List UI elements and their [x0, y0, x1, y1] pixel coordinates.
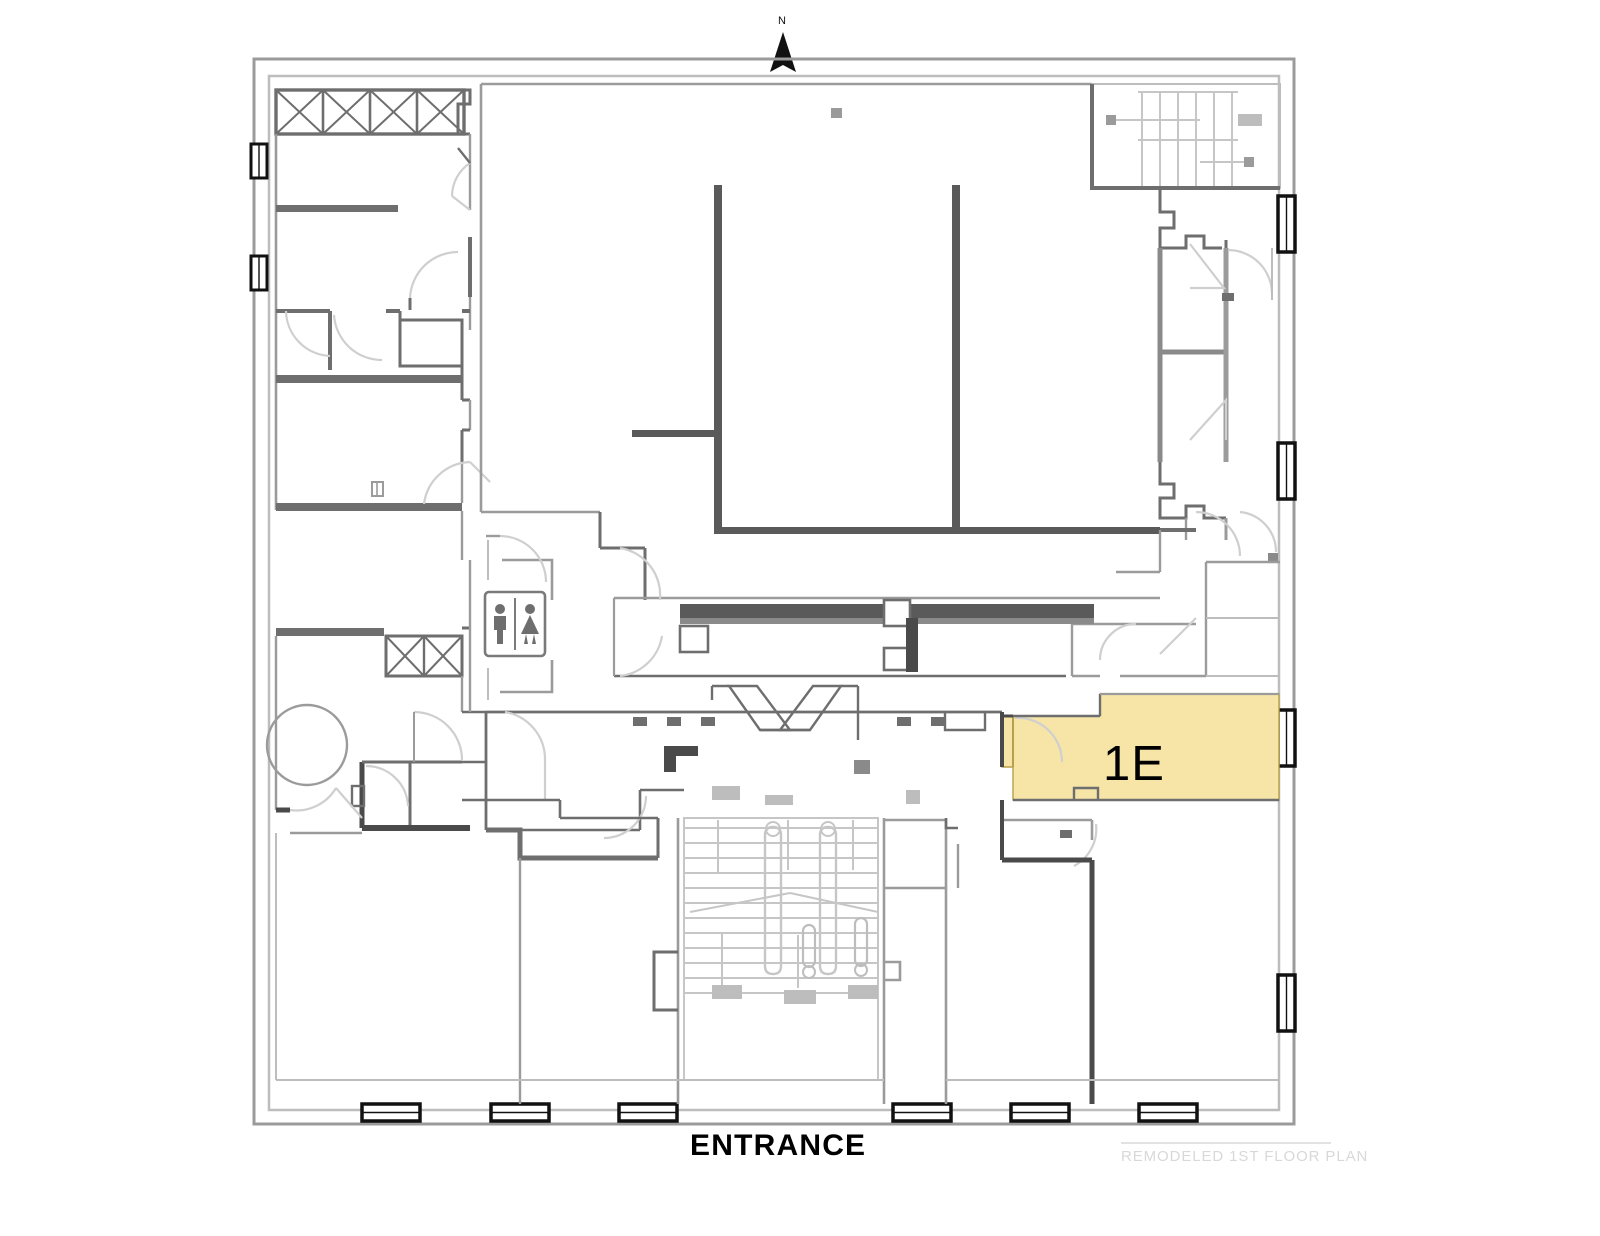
stair-top-right — [1090, 83, 1281, 190]
cabinet-panels-top-left — [274, 88, 466, 136]
restroom-icon — [468, 540, 554, 712]
room-label-1e[interactable]: 1E — [1103, 737, 1165, 791]
door-swings — [486, 534, 658, 820]
central-hall-walls — [479, 82, 1160, 600]
main-corridor — [484, 546, 1160, 830]
entrance-label: ENTRANCE — [690, 1129, 867, 1162]
window-markers — [249, 142, 1297, 1123]
plan-title: REMODELED 1ST FLOOR PLAN — [1121, 1148, 1369, 1165]
north-label: N — [778, 15, 786, 27]
stair-central — [652, 786, 886, 1104]
left-rooms-walls — [265, 88, 491, 835]
right-rooms-walls — [1070, 190, 1280, 678]
north-arrow-icon — [770, 32, 796, 72]
lower-center-rooms — [275, 788, 1280, 1104]
exterior-wall — [252, 57, 1296, 1126]
